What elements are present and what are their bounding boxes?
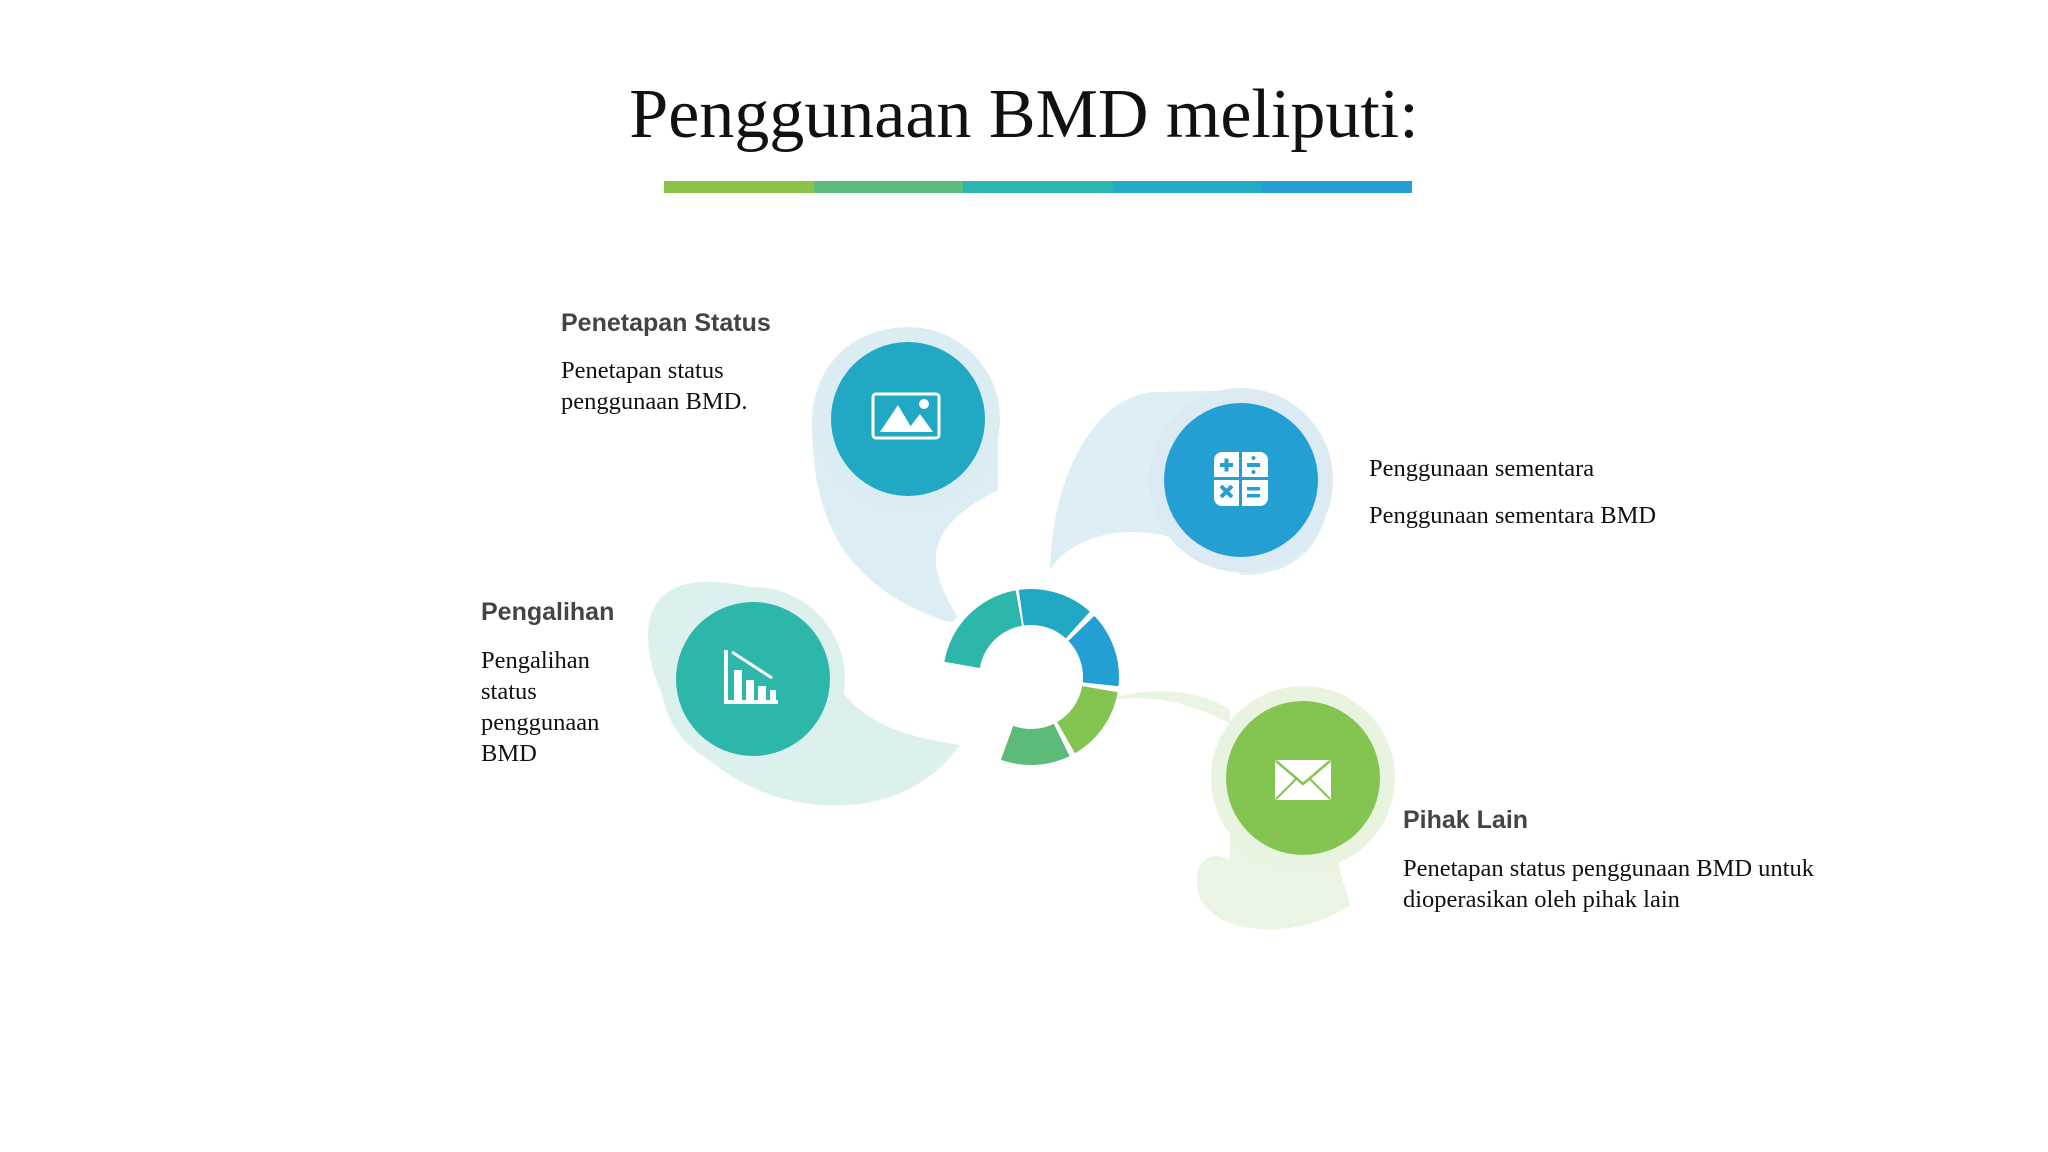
ring-segment <box>1068 615 1119 687</box>
node-pengalihan <box>661 587 845 771</box>
description-penetapan-status: Penetapan status penggunaan BMD. <box>561 357 748 415</box>
center-ring <box>944 589 1119 765</box>
ring-segment <box>1018 589 1090 639</box>
bar-chart-icon <box>724 650 778 704</box>
title-accent-bar <box>664 181 1412 193</box>
heading-penggunaan-sementara: Penggunaan sementara <box>1369 455 1595 482</box>
node-penggunaan-sementara <box>1149 388 1333 572</box>
node-pihak-lain <box>1211 686 1395 870</box>
envelope-icon <box>1275 760 1331 800</box>
page-title: Penggunaan BMD meliputi: <box>629 76 1419 153</box>
ring-segment <box>944 590 1022 668</box>
accent-bar-segment <box>1262 181 1412 193</box>
ring-segment <box>1000 723 1070 765</box>
image-icon <box>871 392 941 440</box>
calculator-icon <box>1214 452 1268 506</box>
node-penetapan-status <box>816 327 1000 511</box>
heading-pihak-lain: Pihak Lain <box>1403 806 1529 834</box>
heading-penetapan-status: Penetapan Status <box>561 309 771 337</box>
description-pihak-lain: Penetapan status penggunaan BMD untuk di… <box>1403 855 1814 913</box>
accent-bar-segment <box>664 181 814 193</box>
accent-bar-segment <box>813 181 964 193</box>
accent-bar-segment <box>1112 181 1263 193</box>
description-pengalihan: Pengalihan status penggunaan BMD <box>481 647 600 767</box>
heading-pengalihan: Pengalihan <box>481 598 615 626</box>
ring-segment <box>1057 686 1118 754</box>
description-penggunaan-sementara: Penggunaan sementara BMD <box>1369 502 1657 529</box>
accent-bar-segment <box>963 181 1113 193</box>
